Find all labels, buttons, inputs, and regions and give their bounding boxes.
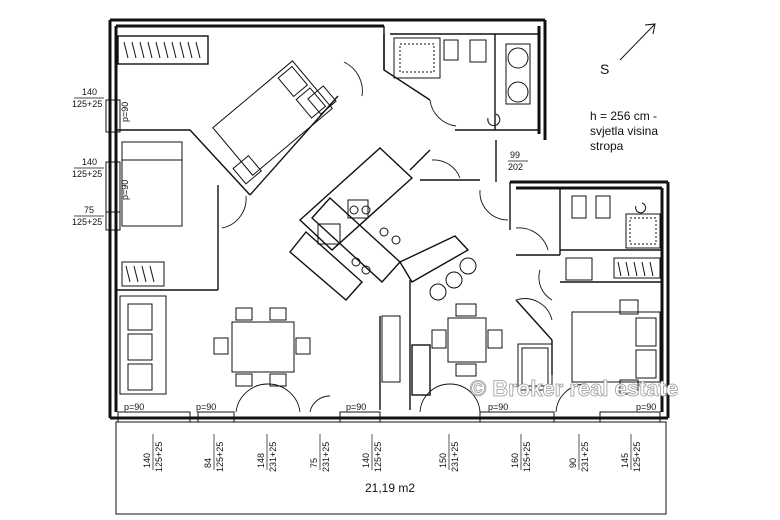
terrace-area-label: 21,19 m2 (365, 481, 415, 495)
bottom-dim-sub: 125+25 (154, 442, 164, 472)
furniture (119, 41, 661, 395)
door-height-label: 202 (508, 162, 523, 172)
watermark: © Broker real estate (470, 376, 678, 401)
bottom-dim-width: 140 (361, 453, 371, 468)
bottom-dim-width: 90 (568, 458, 578, 468)
left-dim-width: 140 (82, 87, 97, 97)
bottom-window-dims: 140 125+25 84 125+25 148 231+25 75 231+2… (142, 434, 642, 472)
compass-letter: S (600, 61, 609, 77)
outer-walls (108, 18, 670, 420)
bottom-dim-width: 75 (309, 458, 319, 468)
left-dim-width: 75 (84, 205, 94, 215)
left-dim-p: p=90 (120, 102, 130, 122)
sill-label: p=90 (124, 402, 144, 412)
ceiling-note-line-2: svjetla visina (590, 124, 658, 138)
bottom-dim-width: 150 (438, 453, 448, 468)
left-window-dims: 140 125+25 p=90 140 125+25 p=90 75 125+2… (72, 87, 130, 227)
ceiling-note-line-3: stropa (590, 139, 624, 153)
sill-label: p=90 (346, 402, 366, 412)
bottom-dim-sub: 125+25 (215, 442, 225, 472)
interior-walls (116, 26, 662, 410)
bottom-dim-width: 145 (620, 453, 630, 468)
left-dim-sub: 125+25 (72, 99, 102, 109)
bottom-dim-width: 84 (203, 458, 213, 468)
door-width-label: 99 (510, 150, 520, 160)
bottom-dim-sub: 231+25 (580, 442, 590, 472)
left-dim-p: p=90 (120, 180, 130, 200)
bottom-dim-sub: 231+25 (268, 442, 278, 472)
windows (105, 99, 661, 423)
sill-label: p=90 (636, 402, 656, 412)
doors (221, 61, 587, 413)
bottom-dim-width: 148 (256, 453, 266, 468)
bottom-dim-sub: 231+25 (450, 442, 460, 472)
north-arrow-icon (619, 23, 656, 61)
bottom-dim-sub: 125+25 (632, 442, 642, 472)
left-dim-sub: 125+25 (72, 169, 102, 179)
bathroom-fixtures (393, 37, 661, 281)
sill-label: p=90 (196, 402, 216, 412)
left-dim-width: 140 (82, 157, 97, 167)
sill-label: p=90 (488, 402, 508, 412)
ceiling-note-line-1: h = 256 cm - (590, 109, 657, 123)
bottom-dim-width: 160 (510, 453, 520, 468)
left-dim-sub: 125+25 (72, 217, 102, 227)
bottom-dim-sub: 231+25 (321, 442, 331, 472)
bottom-dim-width: 140 (142, 453, 152, 468)
bottom-dim-sub: 125+25 (373, 442, 383, 472)
sill-height-labels: p=90 p=90 p=90 p=90 p=90 (124, 402, 656, 412)
bottom-dim-sub: 125+25 (522, 442, 532, 472)
